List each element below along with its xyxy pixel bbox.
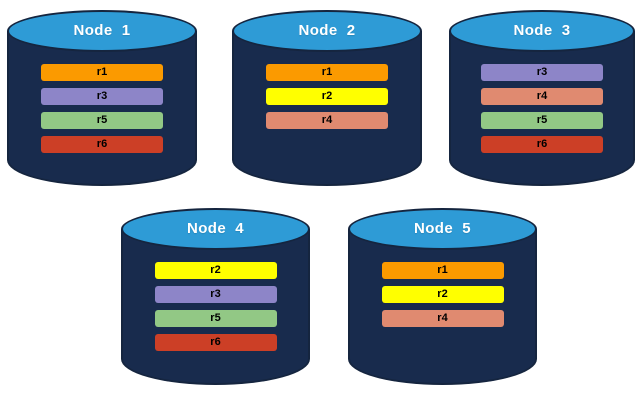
shard-bar-r3[interactable]: r3 — [41, 88, 163, 105]
shard-label: r3 — [536, 66, 548, 78]
shard-label: r5 — [96, 114, 108, 126]
shard-list: r2 r3 r5 r6 — [121, 262, 310, 351]
cylinder-shape — [121, 208, 310, 385]
shard-bar-r3[interactable]: r3 — [154, 286, 277, 303]
shard-bar-r5[interactable]: r5 — [154, 310, 277, 327]
shard-label: r4 — [321, 114, 333, 126]
shard-bar-r4[interactable]: r4 — [481, 88, 603, 105]
node-label: Node 1 — [73, 22, 131, 39]
shard-bar-r1[interactable]: r1 — [41, 64, 163, 81]
shard-label: r6 — [210, 336, 221, 348]
database-node-5[interactable]: Node 5 r1 r2 r4 — [348, 208, 537, 385]
shard-label: r3 — [96, 90, 108, 102]
shard-label: r2 — [437, 288, 448, 300]
database-node-4[interactable]: Node 4 r2 r3 r5 r6 — [121, 208, 310, 385]
shard-bar-r2[interactable]: r2 — [154, 262, 277, 279]
shard-bar-r5[interactable]: r5 — [481, 112, 603, 129]
cylinder-top-lid — [7, 10, 197, 52]
cylinder-top-lid — [449, 10, 635, 52]
shard-list: r1 r3 r5 r6 — [7, 64, 197, 153]
database-node-2[interactable]: Node 2 r1 r2 r4 — [232, 10, 422, 186]
shard-list: r3 r4 r5 r6 — [449, 64, 635, 153]
shard-list: r1 r2 r4 — [232, 64, 422, 129]
cylinder-top-lid — [348, 208, 537, 250]
shard-bar-r4[interactable]: r4 — [266, 112, 388, 129]
database-node-3[interactable]: Node 3 r3 r4 r5 r6 — [449, 10, 635, 186]
shard-list: r1 r2 r4 — [348, 262, 537, 327]
shard-label: r3 — [210, 288, 221, 300]
shard-label: r1 — [437, 264, 448, 276]
database-node-1[interactable]: Node 1 r1 r3 r5 r6 — [7, 10, 197, 186]
shard-label: r2 — [210, 264, 221, 276]
node-label: Node 5 — [414, 220, 471, 237]
shard-bar-r1[interactable]: r1 — [266, 64, 388, 81]
shard-label: r5 — [536, 114, 548, 126]
shard-bar-r5[interactable]: r5 — [41, 112, 163, 129]
shard-bar-r6[interactable]: r6 — [481, 136, 603, 153]
node-label: Node 2 — [298, 22, 356, 39]
shard-label: r5 — [210, 312, 221, 324]
shard-label: r4 — [536, 90, 548, 102]
cylinder-top-lid — [121, 208, 310, 250]
shard-bar-r1[interactable]: r1 — [381, 262, 504, 279]
shard-label: r2 — [321, 90, 333, 102]
node-label: Node 3 — [513, 22, 571, 39]
shard-label: r1 — [321, 66, 333, 78]
shard-bar-r6[interactable]: r6 — [154, 334, 277, 351]
shard-label: r6 — [536, 138, 548, 150]
cylinder-top-lid — [232, 10, 422, 52]
shard-bar-r2[interactable]: r2 — [266, 88, 388, 105]
shard-label: r6 — [96, 138, 108, 150]
shard-bar-r2[interactable]: r2 — [381, 286, 504, 303]
node-label: Node 4 — [187, 220, 244, 237]
shard-bar-r6[interactable]: r6 — [41, 136, 163, 153]
shard-label: r4 — [437, 312, 448, 324]
shard-bar-r3[interactable]: r3 — [481, 64, 603, 81]
shard-bar-r4[interactable]: r4 — [381, 310, 504, 327]
shard-label: r1 — [96, 66, 108, 78]
